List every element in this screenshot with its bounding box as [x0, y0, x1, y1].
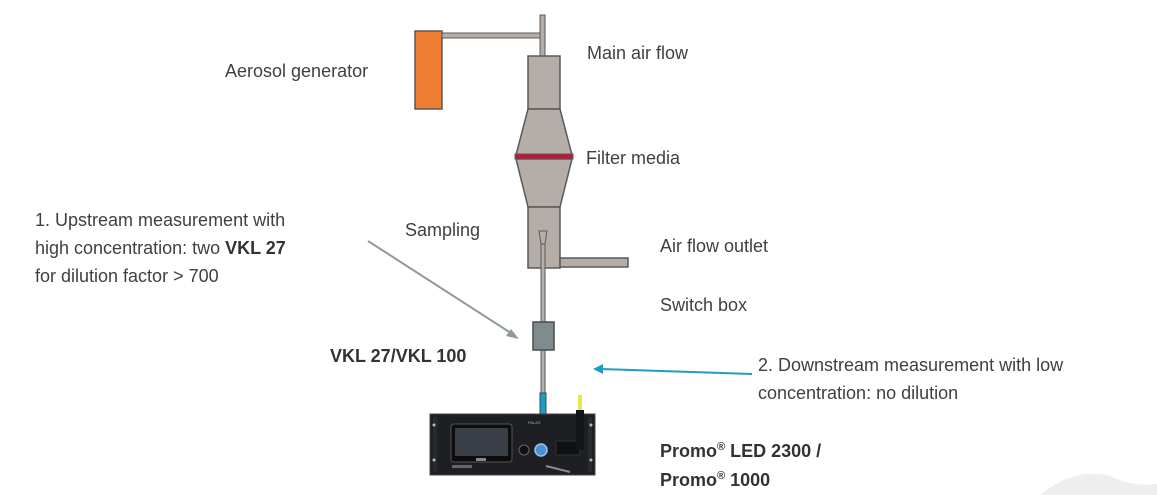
upstream-arrow [367, 240, 519, 339]
upstream-note: 1. Upstream measurement with high concen… [35, 206, 286, 290]
downstream-note-line2: concentration: no dilution [758, 383, 959, 403]
air-flow-outlet-label: Air flow outlet [660, 236, 769, 256]
switch-box [532, 321, 555, 351]
device-model-2: 1000 [725, 470, 771, 490]
device-name-2: Promo [660, 470, 718, 490]
switch-box-label: Switch box [660, 295, 748, 315]
upstream-note-line1: 1. Upstream measurement with [35, 210, 286, 230]
upstream-note-vkl27: VKL 27 [225, 238, 286, 258]
registered-mark-2: ® [717, 470, 726, 482]
filter-media-label: Filter media [586, 148, 681, 168]
main-air-flow-label: Main air flow [587, 43, 689, 63]
downstream-note: 2. Downstream measurement with low conce… [758, 351, 1063, 407]
sampling-label: Sampling [405, 220, 481, 240]
upstream-note-line3: for dilution factor > 700 [35, 266, 219, 286]
dilution-device-label: VKL 27/VKL 100 [330, 346, 467, 366]
device-model-label: Promo® LED 2300 / Promo® 1000 [660, 437, 821, 495]
air-flow-outlet-pipe [559, 257, 629, 268]
sampling-tube-blue-segment [539, 392, 547, 416]
device-model-line2: Promo® 1000 [660, 466, 821, 495]
lower-cone [515, 158, 573, 208]
particle-counter-device: PALAS [429, 395, 596, 476]
sampling-tube [540, 243, 546, 395]
registered-mark-1: ® [717, 441, 726, 453]
device-name-1: Promo [660, 441, 718, 461]
sampling-probe-tip [538, 230, 548, 245]
device-knob [518, 444, 530, 456]
upstream-note-line2-text: high concentration: two [35, 238, 226, 258]
filter-media-band [514, 153, 574, 160]
device-model-1: LED 2300 / [725, 441, 822, 461]
upstream-note-line2: high concentration: two VKL 27 [35, 234, 286, 262]
device-blue-connector [534, 443, 548, 457]
aerosol-feed-pipe [441, 32, 544, 39]
upper-housing [527, 55, 561, 110]
background-swoosh [1040, 473, 1157, 495]
downstream-note-line1: 2. Downstream measurement with low [758, 355, 1064, 375]
device-model-line1: Promo® LED 2300 / [660, 437, 821, 466]
main-inlet-pipe [539, 14, 546, 57]
downstream-arrow [593, 364, 753, 375]
aerosol-generator-box [414, 30, 443, 110]
upper-cone [515, 108, 573, 156]
aerosol-generator-label: Aerosol generator [225, 61, 369, 81]
svg-text:PALAS: PALAS [528, 420, 541, 425]
